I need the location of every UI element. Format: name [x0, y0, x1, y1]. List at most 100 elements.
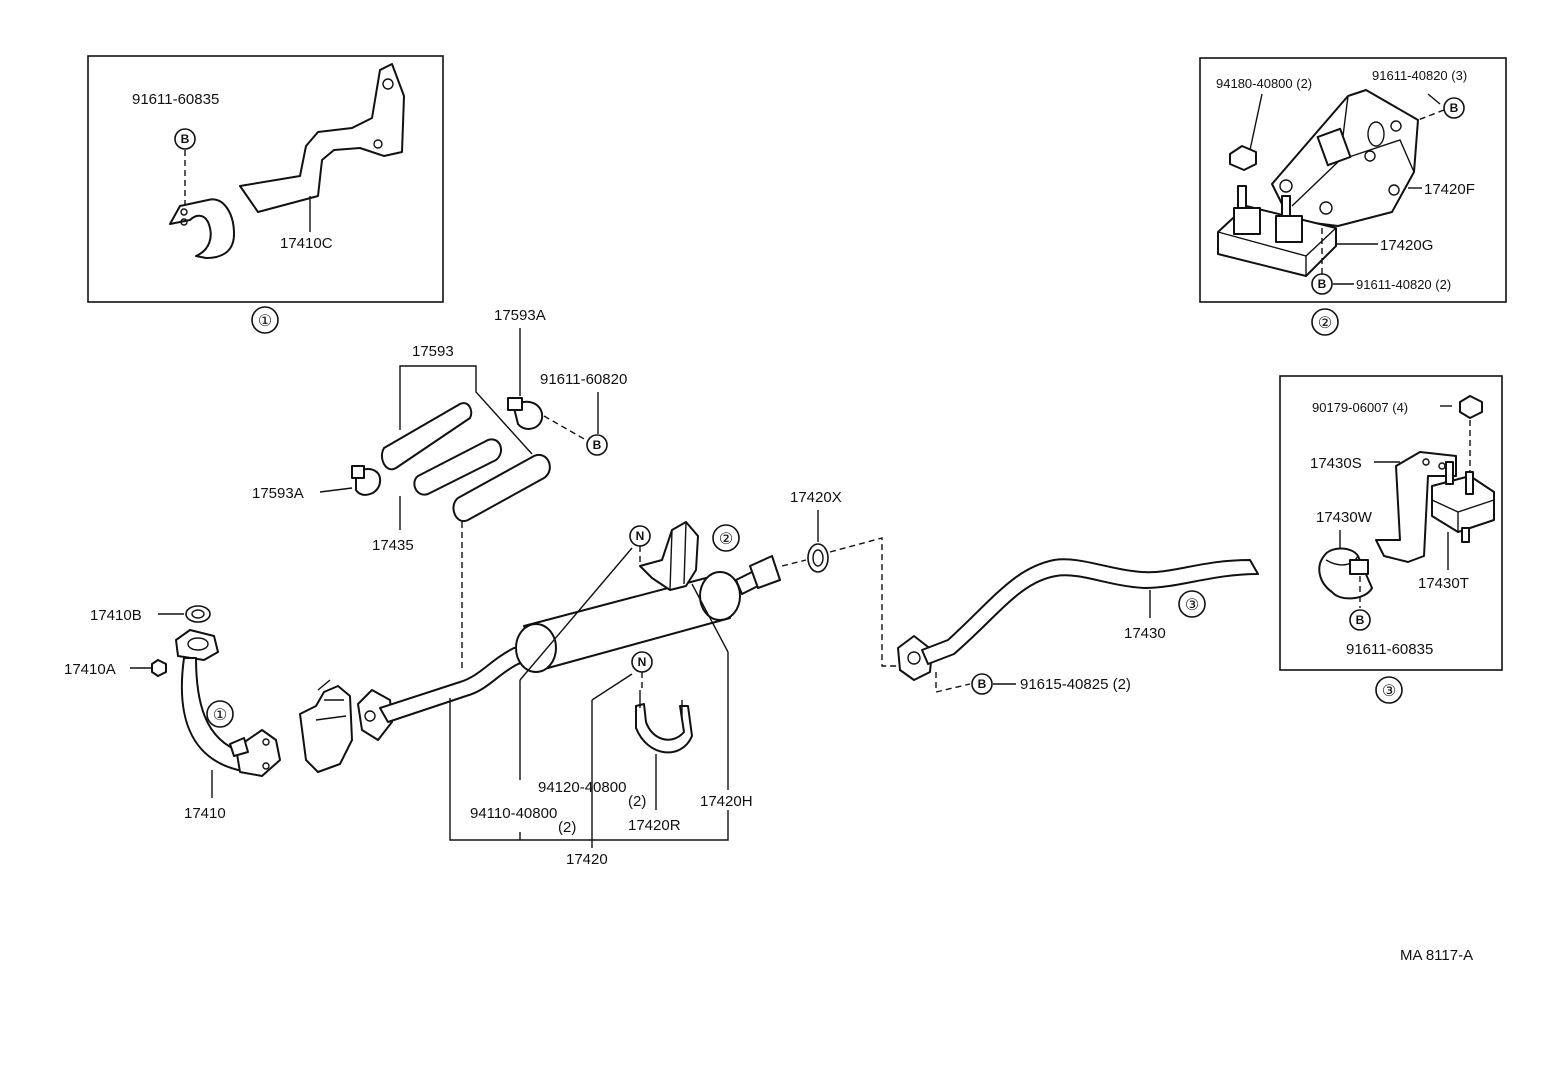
flange-hole: [187, 637, 209, 651]
bracket-edge: [669, 521, 687, 591]
inset-1-frame: [87, 55, 444, 303]
callout-2-badge: [1311, 308, 1339, 336]
center-pipe-17420-drawing[interactable]: [379, 645, 531, 723]
leader-bracket-17420: [449, 698, 729, 841]
flange-drawing: [175, 629, 219, 661]
muffler-rear-cap: [699, 571, 741, 621]
callout-3: ③: [1382, 683, 1396, 700]
badge-b: B: [978, 677, 987, 691]
bracket-hole: [1279, 179, 1293, 193]
callout-1-badge: [251, 306, 279, 334]
cushion-edge: [1431, 499, 1495, 532]
leader: [519, 547, 633, 681]
label-17420x: 17420X: [790, 489, 842, 506]
badge-b: B: [1318, 277, 1327, 291]
u-bolt-thread: [639, 690, 683, 720]
bracket-hole: [1422, 458, 1430, 466]
gasket-17420x: 17420X: [781, 489, 904, 667]
hose-17435-drawing[interactable]: [413, 438, 503, 496]
callout-3-main: ③: [1185, 597, 1199, 614]
leader: [591, 673, 633, 701]
u-clamp-17420r-drawing[interactable]: [635, 703, 693, 754]
inset-3: 90179-06007 (4) 17430S 17430W 17430T B 9…: [1279, 375, 1503, 671]
badge-b: B: [1356, 613, 1365, 627]
label-17593: 17593: [412, 343, 454, 360]
leader: [319, 487, 353, 493]
leader: [691, 583, 729, 653]
label-17420f: 17420F: [1424, 181, 1475, 198]
label-17435: 17435: [372, 537, 414, 554]
bolt-b-badge: [1349, 609, 1371, 631]
flange-hole: [262, 738, 270, 746]
label-17430: 17430: [1124, 625, 1166, 642]
bracket-hole: [1388, 184, 1400, 196]
stud: [1465, 471, 1474, 495]
clamp-hole: [180, 218, 188, 226]
gasket-17410b-drawing[interactable]: [185, 605, 211, 623]
inset-2: 94180-40800 (2) 91611-40820 (3) B 17420F…: [1199, 57, 1507, 303]
label-17410a: 17410A: [64, 661, 116, 678]
callout-3-badge-main: [1178, 590, 1206, 618]
gasket-17420x-drawing[interactable]: [807, 543, 829, 573]
bracket-hole: [1319, 201, 1333, 215]
bracket-hole: [382, 78, 394, 90]
bolt-b-badge: [586, 434, 608, 456]
label-91611-40820-top: 91611-40820 (3): [1372, 68, 1467, 83]
hose-lower-drawing[interactable]: [452, 453, 551, 523]
label-91611-60835-inset3: 91611-60835: [1346, 641, 1433, 658]
hose-assembly: 17593 17593A 91611-60820 B 17593A 17435: [252, 307, 627, 672]
badge-b: B: [1450, 101, 1459, 115]
bolt-dash: [1417, 109, 1445, 121]
clamp-screw: [351, 465, 365, 479]
label-17410c: 17410C: [280, 235, 333, 252]
label-17420: 17420: [566, 851, 608, 868]
hose-upper-drawing[interactable]: [380, 402, 473, 471]
nut-drawing[interactable]: [1459, 395, 1483, 419]
tail-pipe-17430-drawing[interactable]: [921, 558, 1259, 665]
stud: [1237, 185, 1247, 209]
callout-1: ①: [258, 313, 272, 330]
converter-detail: [315, 679, 347, 721]
front-pipe: 17410B 17410A ① 17410: [64, 605, 281, 822]
bracket-17430s-drawing[interactable]: [1375, 451, 1457, 563]
nut-17410a-drawing[interactable]: [151, 659, 167, 677]
label-17430s: 17430S: [1310, 455, 1362, 472]
stud: [1281, 195, 1291, 217]
label-17593a-top: 17593A: [494, 307, 546, 324]
bracket-hole: [1390, 120, 1402, 132]
label-17410b: 17410B: [90, 607, 142, 624]
label-17420r: 17420R: [628, 817, 681, 834]
badge-n: N: [636, 529, 645, 543]
label-17420g: 17420G: [1380, 237, 1433, 254]
label-17593a-left: 17593A: [252, 485, 304, 502]
pipe-clip: [229, 737, 249, 757]
rubber-block: [1233, 207, 1261, 235]
inset-3-frame: [1279, 375, 1503, 671]
clamp-drawing[interactable]: [169, 198, 235, 259]
nut-drawing[interactable]: [1229, 145, 1257, 171]
gasket-hole: [191, 609, 205, 619]
hanger-bracket-drawing[interactable]: [639, 521, 699, 591]
outlet-flange: [749, 555, 781, 589]
bracket-17410c-drawing[interactable]: [239, 63, 405, 213]
label-91611-40820-bottom: 91611-40820 (2): [1356, 277, 1451, 292]
bolt-b-badge: [174, 128, 196, 150]
bolt-b-badge: [971, 673, 993, 695]
center-pipe: ② N N 94120-40800 (2) 94110-40800 (2) 17…: [357, 521, 781, 868]
callout-1-badge-main: [206, 700, 234, 728]
converter-drawing: [299, 685, 353, 773]
tail-pipe: B 91615-40825 (2) 17430 ③: [897, 558, 1259, 695]
bracket-hole: [1364, 150, 1376, 162]
bolt-b-badge: [1311, 273, 1333, 295]
callout-2: ②: [1318, 315, 1332, 332]
label-94110-40800: 94110-40800: [470, 805, 557, 822]
bracket-hole: [373, 139, 383, 149]
label-91611-60820: 91611-60820: [540, 371, 627, 388]
bracket-hole: [1367, 121, 1385, 147]
rubber-block: [1275, 215, 1303, 243]
gasket-hole: [812, 549, 824, 567]
flange-hole: [262, 762, 270, 770]
muffler-front-cap: [515, 623, 557, 673]
flange-hole: [907, 651, 921, 665]
